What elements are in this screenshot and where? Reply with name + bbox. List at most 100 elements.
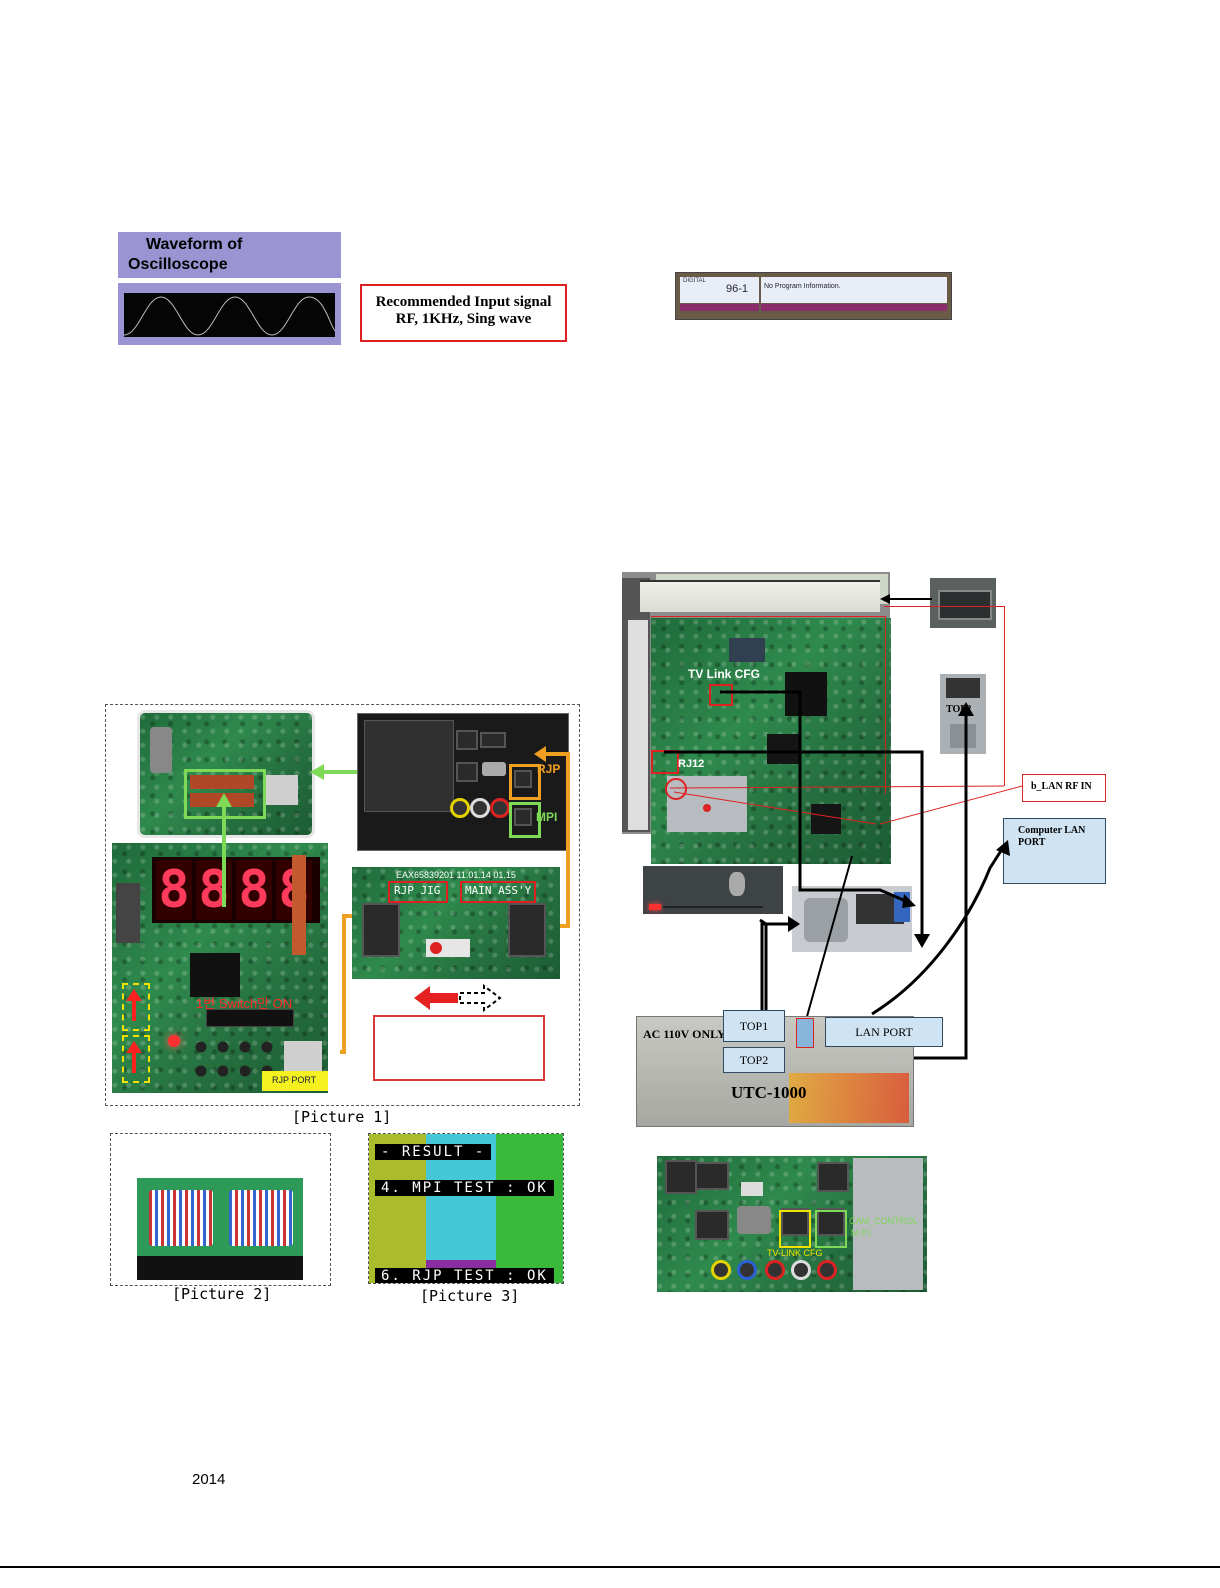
rca-yellow xyxy=(450,798,470,818)
rjp-port-label: RJP PORT xyxy=(272,1075,317,1085)
rear-jack-1 xyxy=(665,1160,697,1194)
top1-cable-photo xyxy=(792,886,912,952)
picture1-caption: [Picture 1] xyxy=(292,1108,392,1126)
mini-jack-2 xyxy=(817,1208,845,1236)
ribbon-connector-top xyxy=(190,775,254,789)
rear-jack-3 xyxy=(695,1210,729,1240)
board-chip-2 xyxy=(767,734,799,764)
lan-jack-2 xyxy=(456,762,478,782)
picture3-caption: [Picture 3] xyxy=(420,1287,520,1305)
rs232-port xyxy=(482,762,506,776)
switch-note: 1번 Switch만 ON xyxy=(196,996,293,1011)
tv-link-cfg-label: TV Link CFG xyxy=(688,667,760,681)
connector-photo-top xyxy=(930,578,996,628)
db9-connector xyxy=(150,727,172,773)
red-led xyxy=(168,1035,180,1047)
usb-jack xyxy=(480,732,506,748)
empty-red-box xyxy=(373,1015,545,1081)
rjp-test-result: 6. RJP TEST : OK xyxy=(375,1268,554,1283)
rjp-port-jack xyxy=(284,1041,322,1075)
picture2-caption: [Picture 2] xyxy=(172,1285,272,1303)
mpi-bottom-label: M.P.I. xyxy=(851,1228,874,1238)
top2-callout: TOP2 xyxy=(723,1047,785,1073)
footer-rule xyxy=(0,1566,1220,1568)
top2-label-top: TOP2 xyxy=(946,704,972,715)
board-chip-1 xyxy=(785,672,827,716)
rca-red-bottom-2 xyxy=(817,1260,837,1280)
rca-yellow-bottom xyxy=(711,1260,731,1280)
signal-line2: RF, 1KHz, Sing wave xyxy=(395,311,532,327)
label-mpi: MPI xyxy=(536,810,558,824)
jig-board-photo xyxy=(137,710,315,838)
main-board-photo xyxy=(651,618,891,864)
b-lan-rf-in-box: b_LAN RF IN xyxy=(1022,774,1106,802)
main-assy-label: MAIN ASS'Y xyxy=(465,884,532,897)
rjp-port-label-bg: RJP PORT xyxy=(262,1071,328,1091)
direction-arrow xyxy=(414,984,502,1012)
seg-digit-3: 8 xyxy=(236,860,272,920)
utc-label: UTC-1000 xyxy=(731,1083,807,1102)
waveform-title-line1: Waveform of xyxy=(146,236,243,253)
oscilloscope-screen xyxy=(118,283,341,345)
top1-label: TOP1 xyxy=(739,1018,769,1033)
waveform-title-line2: Oscilloscope xyxy=(128,256,228,273)
board-chip-3 xyxy=(811,804,841,834)
dip-switch xyxy=(206,1009,294,1027)
tv-link-cfg-bottom-label: TV-LINK CFG xyxy=(767,1248,823,1258)
red-pointer-line xyxy=(670,785,1023,825)
rca-white-bottom xyxy=(791,1260,811,1280)
tv-rear-panel-photo: RJP MPI xyxy=(357,713,569,851)
computer-lan-port-label: Computer LAN PORT xyxy=(1018,825,1086,848)
control-board-photo: 8 8 8 8 1번 Switch만 ON RJP PORT xyxy=(112,843,328,1093)
jk100-jack xyxy=(362,903,400,957)
usb-port xyxy=(741,1182,763,1196)
rjp-jig-board-photo: EAX65839201 11.01.14 01.15 RJP JIG MAIN … xyxy=(352,867,560,979)
rca-red xyxy=(490,798,510,818)
lan-port-label: LAN PORT xyxy=(855,1024,913,1039)
b-lan-rf-in-label: b_LAN RF IN xyxy=(1031,781,1092,792)
rear-jack-top xyxy=(817,1162,849,1192)
red-board-outline xyxy=(651,616,886,794)
lan-port-callout: LAN PORT xyxy=(825,1017,943,1047)
label-rjp: RJP xyxy=(537,762,561,776)
microcontroller-chip xyxy=(190,953,240,997)
rjp-jig-label: RJP JIG xyxy=(394,884,441,897)
rjp-jack xyxy=(514,770,532,788)
computer-lan-port-box: Computer LAN PORT xyxy=(1003,818,1106,884)
osd-program-info: No Program Information. xyxy=(764,283,841,290)
board-part-number: EAX65839201 11.01.14 01.15 xyxy=(396,870,516,880)
recommended-signal-box: Recommended Input signal RF, 1KHz, Sing … xyxy=(360,284,567,342)
top2-label-bottom: TOP2 xyxy=(739,1052,769,1067)
seg-digit-1: 8 xyxy=(156,860,192,920)
jk101-jack xyxy=(508,903,546,957)
picture3-test-screen: - RESULT - 4. MPI TEST : OK 6. RJP TEST … xyxy=(368,1133,564,1284)
seg-digit-2: 8 xyxy=(196,860,232,920)
mini-jack-1 xyxy=(781,1208,809,1236)
cam-control-label: CAM_CONTROL xyxy=(849,1216,919,1226)
rj12-label: RJ12 xyxy=(678,758,705,770)
rear-jack-2 xyxy=(695,1162,729,1190)
mpi-test-result: 4. MPI TEST : OK xyxy=(375,1180,554,1196)
result-header: - RESULT - xyxy=(375,1144,492,1160)
picture2-frame xyxy=(110,1133,331,1286)
black-connection-lines xyxy=(664,690,974,1060)
port-marker xyxy=(796,1018,814,1048)
rj-plug-photo xyxy=(137,1178,303,1280)
sine-wave-graphic xyxy=(124,293,335,337)
rca-white xyxy=(470,798,490,818)
rj-plug-right xyxy=(229,1190,293,1246)
rca-red-bottom xyxy=(765,1260,785,1280)
jig-led-photo xyxy=(643,866,783,914)
osd-channel-type: DIGITAL xyxy=(683,278,706,284)
tv-screen-capture: DIGITAL 96-1 No Program Information. xyxy=(675,272,952,320)
rear-board-photo: TV-LINK CFG CAM_CONTROL M.P.I. xyxy=(657,1156,927,1292)
signal-line1: Recommended Input signal xyxy=(375,294,552,310)
footer-year: 2014 xyxy=(192,1471,226,1488)
rca-blue-bottom xyxy=(737,1260,757,1280)
lan-jack xyxy=(456,730,478,750)
tuner-can xyxy=(853,1158,923,1290)
mpi-jack xyxy=(514,808,532,826)
lan-curve-line xyxy=(871,840,1010,1016)
waveform-title-box: Waveform of Oscilloscope xyxy=(118,232,341,278)
db9-connector-side xyxy=(116,883,140,943)
